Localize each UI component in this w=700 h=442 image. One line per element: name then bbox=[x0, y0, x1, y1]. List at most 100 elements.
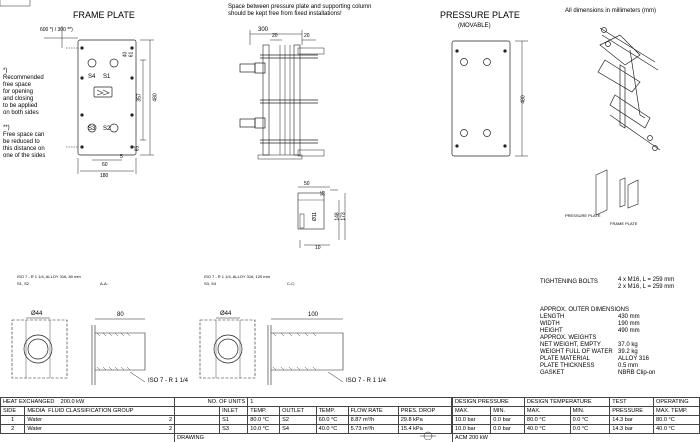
d1-op: 80.0 °C bbox=[654, 416, 700, 425]
row2-group: 2 bbox=[169, 426, 172, 433]
pmin-header: MIN. bbox=[491, 407, 525, 416]
col-fluid: FLUID CLASSIFICATION GROUP bbox=[48, 408, 133, 414]
col-temp-in: TEMP. bbox=[248, 407, 280, 416]
pressure-plate-outline bbox=[452, 41, 510, 156]
tmin-header: MIN. bbox=[570, 407, 610, 416]
col-pressure-drop: PRES. DROP bbox=[398, 407, 451, 416]
connection-spec-left: ISO 7 - R 1 1/4, ALLOY 316, 80 mm bbox=[17, 275, 81, 279]
row2-temp-out: 40.0 °C bbox=[316, 425, 348, 434]
section-label-c-c: C-C: bbox=[287, 282, 295, 286]
row2-blank bbox=[175, 425, 220, 434]
frame-dim-180: 180 bbox=[100, 174, 108, 179]
heat-exchanged-label: HEAT EXCHANGED bbox=[3, 399, 54, 405]
spec-value-gasket: NBRB Clip-on bbox=[618, 370, 655, 377]
spec-label-net-weight: NET WEIGHT, EMPTY bbox=[540, 342, 613, 349]
design-temperature-header: DESIGN TEMPERATURE bbox=[524, 398, 609, 407]
pmax-header: MAX. bbox=[453, 407, 491, 416]
note1-line-7: on both sides bbox=[3, 110, 44, 117]
spec-value-plate-thickness: 0.5 mm bbox=[618, 363, 655, 370]
bolt-dim-50: 50 bbox=[304, 182, 310, 187]
iso-frame-plate-label: FRAME PLATE bbox=[610, 222, 638, 226]
tightening-value-2: 2 x M16, L = 259 mm bbox=[618, 284, 674, 291]
note1-line-4: for opening bbox=[3, 89, 44, 96]
d1-tmin: 0.0 °C bbox=[570, 416, 610, 425]
bolt-dim-11: Ø11 bbox=[313, 212, 318, 221]
d1-test: 14.3 bar bbox=[610, 416, 654, 425]
col-inlet: INLET bbox=[220, 407, 248, 416]
d2-pmin: 0.0 bar bbox=[491, 425, 525, 434]
row2-media-value: Water bbox=[27, 426, 42, 432]
d1-tmax: 80.0 °C bbox=[524, 416, 570, 425]
d2-tmax: 40.0 °C bbox=[524, 425, 570, 434]
row1-media-value: Water bbox=[27, 417, 42, 423]
note-recommended-free-space: *) Recommended free space for opening an… bbox=[3, 68, 44, 117]
frame-dim-65: 65 bbox=[135, 146, 140, 152]
design-header-row: DESIGN PRESSURE DESIGN TEMPERATURE TEST … bbox=[453, 398, 700, 407]
model-name: ACM 200 kW bbox=[453, 434, 700, 442]
note1-line-3: free space bbox=[3, 82, 44, 89]
frame-dim-480: 480 bbox=[154, 93, 159, 101]
spec-label-height: HEIGHT bbox=[540, 328, 613, 335]
spec-label-length: LENGTH bbox=[540, 314, 613, 321]
units-label: NO. OF UNITS bbox=[175, 398, 248, 407]
note1-line-6: to be applied bbox=[3, 103, 44, 110]
note2-line-2: Free space can bbox=[3, 132, 45, 139]
units-value: 1 bbox=[248, 398, 452, 407]
col-temp-out: TEMP. bbox=[316, 407, 348, 416]
spec-label-gasket: GASKET bbox=[540, 370, 613, 377]
col-flow-rate: FLOW RATE bbox=[348, 407, 398, 416]
drawing-label: DRAWING bbox=[175, 434, 452, 442]
side-dim-20b: 20 bbox=[304, 34, 310, 39]
row2-inlet: S3 bbox=[220, 425, 248, 434]
title-block: HEAT EXCHANGED 200.0 kW NO. OF UNITS 1 S… bbox=[0, 397, 700, 440]
spec-label-width: WIDTH bbox=[540, 321, 613, 328]
col-outlet: OUTLET bbox=[280, 407, 316, 416]
mid-thread-label: ISO 7 - R 1 1/4 bbox=[346, 378, 386, 384]
row1-blank bbox=[175, 416, 220, 425]
space-note-line-1: Space between pressure plate and support… bbox=[228, 4, 371, 11]
col-blank bbox=[175, 407, 220, 416]
bolt-dim-173: 173 bbox=[342, 212, 347, 220]
spec-value-width: 190 mm bbox=[618, 321, 655, 328]
col-media-fluid: MEDIA FLUID CLASSIFICATION GROUP bbox=[25, 407, 175, 416]
table-row: 10.0 bar 0.0 bar 40.0 °C 0.0 °C 14.3 bar… bbox=[453, 425, 700, 434]
row2-drop: 15.4 kPa bbox=[398, 425, 451, 434]
test-header: TEST bbox=[610, 398, 654, 407]
connection-ports-left: S1, S2 bbox=[17, 282, 29, 286]
frame-plate-title: FRAME PLATE bbox=[73, 11, 135, 20]
note2-line-4: this distance on bbox=[3, 146, 45, 153]
mid-diameter-dim: Ø44 bbox=[220, 311, 231, 317]
spec-label-plate-material: PLATE MATERIAL bbox=[540, 356, 613, 363]
col-side: SIDE bbox=[1, 407, 25, 416]
header-row: SIDE MEDIA FLUID CLASSIFICATION GROUP IN… bbox=[1, 407, 452, 416]
row1-drop: 29.8 kPa bbox=[398, 416, 451, 425]
note2-line-5: one of the sides bbox=[3, 153, 45, 160]
bolt-dim-10: 10 bbox=[315, 246, 321, 251]
tightening-bolts-values: 4 x M16, L = 259 mm 2 x M16, L = 259 mm bbox=[618, 277, 674, 291]
row1-side: 1 bbox=[1, 416, 25, 425]
tightening-bolts-label: TIGHTENING BOLTS bbox=[540, 279, 598, 285]
d2-tmin: 0.0 °C bbox=[570, 425, 610, 434]
spec-label-plate-thickness: PLATE THICKNESS bbox=[540, 363, 613, 370]
model-row: ACM 200 kW bbox=[453, 434, 700, 442]
spec-value-height: 490 mm bbox=[618, 328, 655, 335]
spec-value-plate-material: ALLOY 316 bbox=[618, 356, 655, 363]
row1-inlet: S1 bbox=[220, 416, 248, 425]
frame-dim-5: 5 bbox=[120, 155, 123, 160]
row1-outlet: S2 bbox=[280, 416, 316, 425]
note2-line-1: **) bbox=[3, 125, 45, 132]
spec-values: 430 mm 190 mm 490 mm 37.0 kg 39.2 kg ALL… bbox=[618, 314, 655, 377]
max-temp-header: MAX. TEMP. bbox=[654, 407, 700, 416]
spec-labels: LENGTH WIDTH HEIGHT APPROX. WEIGHTS NET … bbox=[540, 314, 613, 377]
row2-side: 2 bbox=[1, 425, 25, 434]
side-dim-300: 300 bbox=[258, 27, 268, 33]
section-label-a-a: A-A: bbox=[100, 282, 108, 286]
row2-flow: 5.73 m³/h bbox=[348, 425, 398, 434]
connection-spec-mid: ISO 7 - R 1 1/4, ALLOY 316, 120 mm bbox=[204, 275, 270, 279]
frame-free-space-dim: 600 *) / 300 **) bbox=[40, 28, 73, 33]
heat-exchanged-cell: HEAT EXCHANGED 200.0 kW bbox=[1, 398, 175, 407]
frame-dim-61: 61 bbox=[129, 52, 134, 58]
design-subheader-row: MAX. MIN. MAX. MIN. PRESSURE MAX. TEMP. bbox=[453, 407, 700, 416]
port-label-s2: S2 bbox=[103, 126, 110, 132]
